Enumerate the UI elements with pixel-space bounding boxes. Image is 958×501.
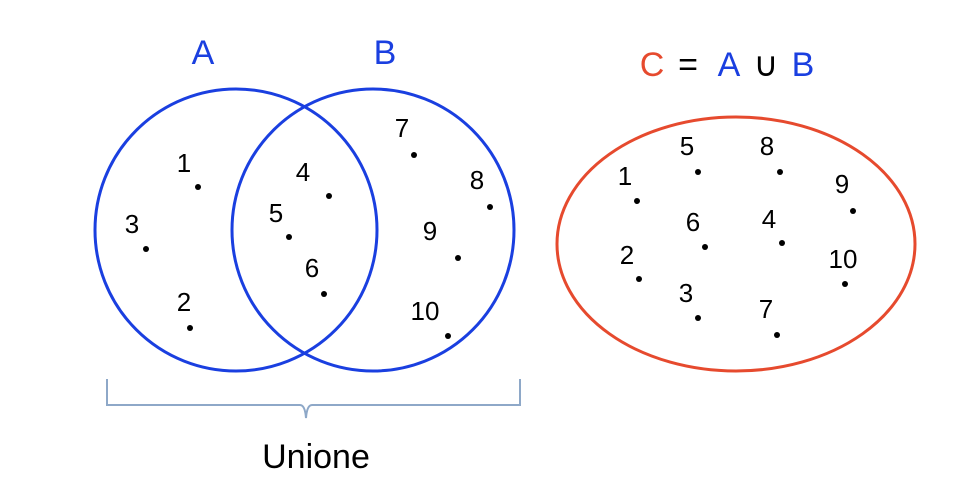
element-label: 6 — [305, 253, 319, 283]
element-dot — [702, 244, 708, 250]
element-dot — [455, 255, 461, 261]
union-equation: C = A ∪ B — [640, 46, 815, 84]
element-label: 10 — [829, 244, 858, 274]
set-a-circle — [93, 87, 379, 373]
element-label: 1 — [177, 148, 191, 178]
equation-b: B — [792, 46, 815, 84]
union-set-ellipse — [555, 115, 917, 373]
element-label: 9 — [835, 169, 849, 199]
element-dot — [634, 198, 640, 204]
element-dot — [842, 281, 848, 287]
set-b-label: B — [374, 34, 397, 72]
element-dot — [187, 325, 193, 331]
element-dot — [695, 169, 701, 175]
element-label: 7 — [395, 113, 409, 143]
element-label: 2 — [620, 240, 634, 270]
element-label: 2 — [177, 287, 191, 317]
element-dot — [411, 152, 417, 158]
element-label: 4 — [296, 157, 310, 187]
element-label: 5 — [269, 198, 283, 228]
element-dot — [445, 333, 451, 339]
element-dot — [286, 234, 292, 240]
element-dot — [779, 240, 785, 246]
element-label: 5 — [680, 131, 694, 161]
element-dot — [143, 246, 149, 252]
element-label: 10 — [411, 296, 440, 326]
element-label: 7 — [759, 294, 773, 324]
element-label: 3 — [125, 209, 139, 239]
element-label: 9 — [423, 216, 437, 246]
equation-c: C — [640, 46, 665, 84]
element-dot — [321, 291, 327, 297]
union-symbol: ∪ — [754, 46, 779, 84]
element-dot — [326, 193, 332, 199]
element-dot — [636, 276, 642, 282]
element-label: 3 — [679, 278, 693, 308]
union-caption: Unione — [262, 438, 370, 476]
only-a-region: 1 3 2 — [125, 148, 201, 331]
element-dot — [850, 208, 856, 214]
set-a-label: A — [192, 34, 215, 72]
element-label: 4 — [762, 204, 776, 234]
equation-a: A — [718, 46, 741, 84]
element-dot — [487, 204, 493, 210]
only-b-region: 7 8 9 10 — [395, 113, 493, 339]
element-dot — [774, 332, 780, 338]
union-bracket — [106, 379, 521, 419]
element-label: 6 — [686, 207, 700, 237]
intersection-region: 4 5 6 — [269, 157, 332, 297]
union-set-region: 5 8 1 9 6 4 2 10 3 7 — [618, 131, 858, 338]
set-b-circle — [230, 87, 516, 373]
element-dot — [777, 169, 783, 175]
element-dot — [695, 315, 701, 321]
element-dot — [195, 184, 201, 190]
equation-equals: = — [678, 46, 698, 84]
element-label: 8 — [470, 165, 484, 195]
element-label: 8 — [760, 131, 774, 161]
element-label: 1 — [618, 161, 632, 191]
